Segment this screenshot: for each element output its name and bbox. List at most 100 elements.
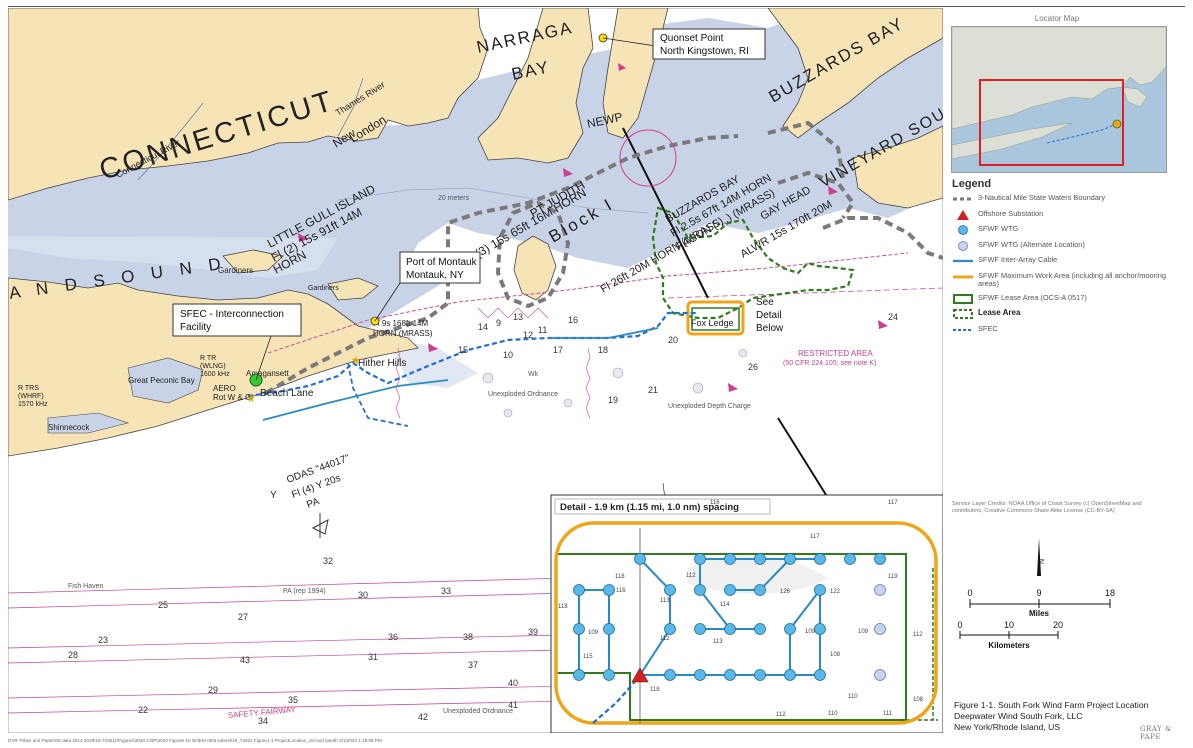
label-radio-2a: R TRS [18, 385, 39, 392]
sounding: 9 [496, 318, 501, 328]
map-sidebar: Locator Map ··· Legend 3-Nautical Mile S… [948, 8, 1188, 743]
scale-miles-label: Miles [1029, 609, 1050, 618]
label-amagansett: Amagansett [246, 369, 289, 378]
sounding: 22 [138, 705, 148, 715]
label-montauk-light-1: Fl 9s 168ft 14M [373, 319, 428, 328]
star-icon: ★ [351, 355, 361, 367]
label-shinnecock: Shinnecock [48, 423, 90, 432]
label-gardiners-2: Gardiners [308, 285, 339, 292]
scale-bar: N 0 9 18 Miles 0 10 20 Kilometers [957, 538, 1115, 650]
sounding: 32 [323, 556, 333, 566]
callout-sfec: SFEC - Interconnection Facility [172, 303, 302, 337]
sounding: 38 [463, 632, 473, 642]
detail-depth: 112 [660, 636, 670, 642]
detail-inset[interactable]: Detail - 1.9 km (1.15 mi, 1.0 nm) spacin… [550, 494, 943, 733]
label-radio-2c: 1570 kHz [18, 401, 48, 408]
detail-depth: 109 [588, 630, 599, 636]
label-unexploded-2: Unexploded Depth Charge [668, 403, 751, 410]
label-odas-y: Y [270, 490, 277, 501]
sounding: 17 [553, 345, 563, 355]
svg-text:·: · [1072, 41, 1074, 46]
scale-tick: 10 [1004, 620, 1014, 630]
land-marthas-vineyard [852, 125, 943, 209]
sounding: 43 [240, 655, 250, 665]
callout-see-detail: See Detail Below [756, 297, 784, 334]
sounding: 15 [458, 345, 468, 355]
caption-line-2: Deepwater Wind South Fork, LLC [954, 711, 1083, 721]
label-beach-lane: Beach Lane [260, 388, 314, 399]
detail-depth: 126 [780, 589, 791, 595]
label-gardiners-1: Gardiners [218, 266, 253, 275]
label-restricted-2: (50 CFR 224.105; see note K) [783, 360, 876, 367]
svg-text:·: · [1102, 53, 1104, 58]
light-flares [298, 63, 888, 392]
wtg-grid [573, 553, 886, 681]
water-great-peconic [127, 357, 204, 404]
north-label: N [1039, 559, 1046, 564]
callout-port-montauk: Port of Montauk Montauk, NY [399, 251, 481, 284]
scale-tick: 20 [1053, 620, 1063, 630]
svg-text:Below: Below [756, 323, 784, 334]
detail-depth: 117 [888, 500, 898, 506]
sounding: 14 [478, 322, 488, 332]
locator-map-title: Locator Map [1034, 14, 1080, 23]
sounding: 10 [503, 350, 513, 360]
star-icon: ★ [246, 393, 256, 405]
sounding: 36 [388, 632, 398, 642]
locator-extent-box [979, 79, 1124, 166]
sounding: 30 [358, 590, 368, 600]
legend-item-wtg: SFWF WTG [952, 224, 1188, 241]
sounding: 35 [288, 695, 298, 705]
detail-depth: 118 [558, 604, 568, 610]
legend-item-offshore-substation: Offshore Substation [952, 209, 1188, 226]
lease-area-outline [651, 206, 855, 320]
svg-text:·: · [1012, 43, 1014, 48]
detail-depth: 112 [913, 632, 923, 638]
detail-depth: 114 [720, 602, 730, 608]
label-odas-3: PA [305, 496, 321, 511]
scale-km-label: Kilometers [988, 641, 1030, 650]
label-montauk-light-2: HORN (MRASS) [373, 329, 433, 338]
sounding: 34 [258, 716, 268, 726]
svg-text:Facility: Facility [180, 322, 211, 333]
scale-tick: 18 [1105, 588, 1115, 598]
sounding: 12 [523, 330, 533, 340]
sounding: 20 [668, 335, 678, 345]
detail-depth: 109 [805, 629, 816, 635]
file-path-footer: DVR Tribes and Paper\0S data 2014 2019\1… [8, 738, 382, 743]
sounding: 31 [368, 652, 378, 662]
label-fish-haven: Fish Haven [68, 583, 104, 590]
locator-map[interactable]: · · · [951, 26, 1167, 173]
sounding: 42 [418, 712, 428, 722]
detail-depth: 122 [830, 589, 841, 595]
legend-item-work-area: SFWF Maximum Work Area (including all an… [953, 270, 1166, 288]
sounding: 21 [648, 385, 658, 395]
land-block-island [513, 235, 557, 301]
label-radio-2b: (WHRF) [18, 393, 44, 400]
sounding: 25 [158, 600, 168, 610]
sounding: 13 [513, 312, 523, 322]
work-area-outline [554, 521, 938, 725]
sounding: 39 [528, 627, 538, 637]
sounding: 40 [508, 678, 518, 688]
land-rhode-island [477, 8, 594, 164]
label-aero-1: AERO [213, 384, 236, 393]
legend-item-lease-area: Lease Area [952, 308, 1188, 325]
scale-tick: 9 [1036, 588, 1041, 598]
legend: 3-Nautical Mile State Waters Boundary Of… [952, 193, 1188, 340]
detail-depth: 110 [828, 711, 838, 717]
nautical-chart-map[interactable]: 16 18 20 21 24 25 26 27 29 30 31 33 35 3… [8, 8, 943, 733]
caption-line-1: Figure 1-1. South Fork Wind Farm Project… [954, 700, 1149, 710]
detail-depth: 115 [583, 654, 593, 660]
detail-depth: 108 [913, 697, 924, 703]
detail-depth: 116 [710, 500, 720, 506]
north-arrow-icon [1037, 538, 1041, 576]
label-20-meters: 20 meters [438, 195, 470, 202]
legend-item-state-waters: 3-Nautical Mile State Waters Boundary [953, 193, 1106, 202]
label-wk: Wk [528, 371, 539, 378]
scale-tick: 0 [957, 620, 962, 630]
label-pa-1994: PA (rep 1994) [283, 588, 326, 595]
sounding: 11 [538, 325, 547, 335]
label-radio-1b: (WLNG) [200, 363, 226, 370]
label-fox-ledge: Fox Ledge [691, 318, 734, 328]
